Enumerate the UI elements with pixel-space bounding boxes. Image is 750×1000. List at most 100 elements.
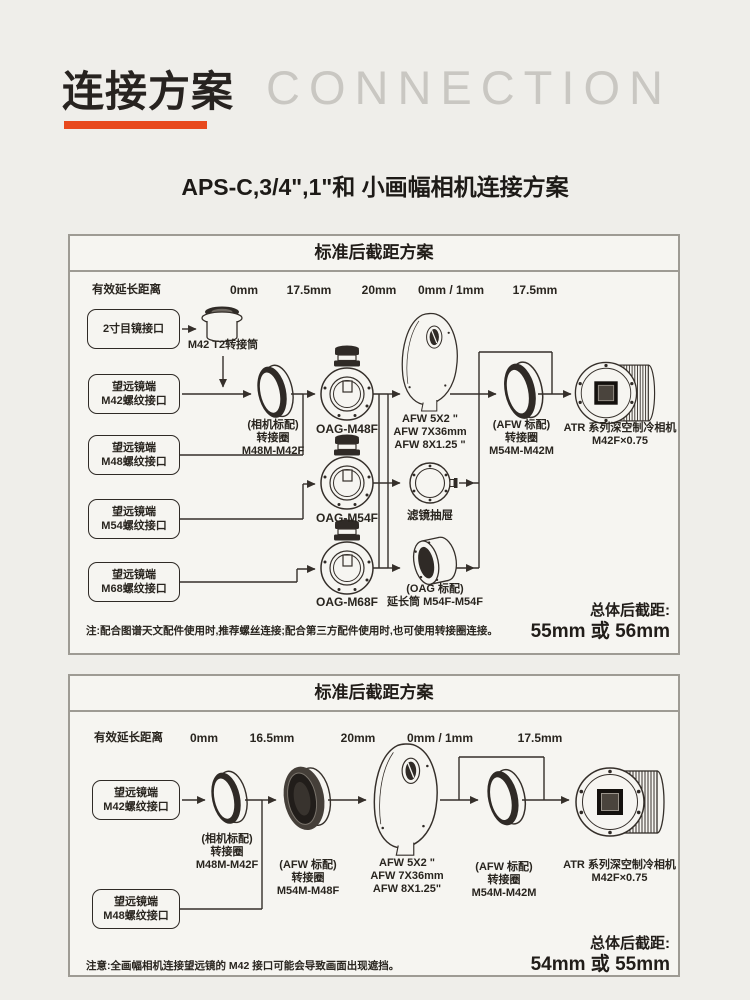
extension-tube-label: (OAG 标配) 延长筒 M54F-M54F [375,583,495,609]
panel2-title: 标准后截距方案 [70,676,678,712]
filter-wheel-line1: AFW 5X2 " [379,857,435,869]
filter-wheel-label: AFW 5X2 " AFW 7X36mm AFW 8X1.25" [357,857,457,896]
input-box-m42-line2: M42螺纹接口 [103,801,169,813]
distance-1: 17.5mm [286,283,332,297]
oag-m68f-label: OAG-M68F [315,595,378,609]
title-accent-bar [64,121,207,129]
afw42-ring-label: (AFW 标配) 转接圈 M54M-M42M [444,861,564,900]
afw-ring-line1: (AFW 标配) [492,419,551,431]
input-box-m54-line1: 望远镜端 [112,506,156,518]
panel2-note: 注意:全画幅相机连接望远镜的 M42 接口可能会导致画面出现遮挡。 [86,960,400,972]
filter-wheel-line3: AFW 8X1.25 " [394,439,466,451]
afw42-ring-line3: M54M-M42M [471,887,537,899]
t2-adapter-label: M42 T2转接筒 [187,339,259,351]
afw-ring-line3: M54M-M42M [489,445,554,457]
input-box-m42-line1: 望远镜端 [112,381,156,393]
distance-3: 0mm / 1mm [406,731,474,745]
filter-wheel-label: AFW 5X2 " AFW 7X36mm AFW 8X1.25 " [380,413,480,452]
camera-ring-line3: M48M-M42F [195,859,259,871]
camera-line1: ATR 系列深空制冷相机 [563,422,677,434]
panel1-diagram [180,305,656,595]
filter-wheel-line2: AFW 7X36mm [393,426,467,438]
afw42-ring-line2: 转接圈 [487,874,521,886]
oag-m48f-label: OAG-M48F [315,422,378,436]
afw48-ring-line3: M54M-M48F [276,885,340,897]
input-box-m68-line1: 望远镜端 [112,569,156,581]
camera-ring-icon [206,767,253,828]
input-box-m48-line1: 望远镜端 [112,442,156,454]
camera-ring-line1: (相机标配) [247,419,299,431]
camera-line2: M42F×0.75 [592,435,648,447]
camera-label: ATR 系列深空制冷相机 M42F×0.75 [545,422,695,448]
input-box-m48-line1: 望远镜端 [114,896,158,908]
panel-standard-backfocus-1: 标准后截距方案 [68,234,680,655]
afw48-ring-line2: 转接圈 [291,872,325,884]
camera-ring-line1: (相机标配) [201,833,253,845]
page-title-cn: 连接方案 [62,68,235,115]
panel1-total-label: 总体后截距: [590,602,670,619]
input-box-m68: 望远镜端 M68螺纹接口 [88,562,180,602]
input-box-m48: 望远镜端 M48螺纹接口 [88,435,180,475]
camera-ring-line2: 转接圈 [210,846,244,858]
afw-ring-line2: 转接圈 [505,432,538,444]
camera-line2: M42F×0.75 [591,872,648,884]
input-box-m54-line2: M54螺纹接口 [101,520,167,532]
input-box-eyepiece-label: 2寸目镜接口 [102,323,165,335]
panel-standard-backfocus-2: 标准后截距方案 有效延长距离 0mm 16.5mm 20mm 0mm / 1mm… [68,674,680,977]
distance-2: 20mm [340,731,376,745]
input-box-m48: 望远镜端 M48螺纹接口 [92,889,180,929]
afw42-ring-icon [481,766,531,830]
camera-label: ATR 系列深空制冷相机 M42F×0.75 [542,859,697,885]
cooled-camera-icon [575,767,665,837]
connector-lines [180,756,545,910]
page-title-en: CONNECTION [266,61,672,114]
subtitle: APS-C,3/4",1"和 小画幅相机连接方案 [181,174,569,200]
filter-wheel-icon [401,312,458,412]
filter-wheel-line3: AFW 8X1.25" [372,883,442,895]
panel1-note: 注:配合图谱天文配件使用时,推荐螺丝连接;配合第三方配件使用时,也可使用转接圈连… [86,625,498,637]
input-box-m54: 望远镜端 M54螺纹接口 [88,499,180,539]
camera-ring-line3: M48M-M42F [241,445,305,457]
input-box-m42: 望远镜端 M42螺纹接口 [88,374,180,414]
filter-wheel-line1: AFW 5X2 " [402,413,458,425]
ext-distance-label: 有效延长距离 [94,732,163,744]
input-box-m42-line2: M42螺纹接口 [101,395,167,407]
afw-ring-label: (AFW 标配) 转接圈 M54M-M42M [464,419,579,458]
oag-m68f-icon [320,518,374,595]
camera-ring-icon [252,361,299,422]
afw48-ring-icon [278,761,336,835]
oag-m54f-label: OAG-M54F [315,511,378,525]
distance-1: 16.5mm [249,731,295,745]
input-box-m68-line2: M68螺纹接口 [101,583,167,595]
panel2-total-value: 54mm 或 55mm [530,954,670,975]
input-box-m42-line1: 望远镜端 [114,787,158,799]
input-box-eyepiece: 2寸目镜接口 [87,309,180,349]
oag-m48f-icon [320,344,374,421]
filter-wheel-icon [373,743,438,856]
camera-line1: ATR 系列深空制冷相机 [563,859,676,871]
distance-0: 0mm [229,283,258,297]
camera-ring-line2: 转接圈 [256,432,290,444]
panel2-diagram [180,743,665,910]
extension-tube-icon [409,534,461,588]
afw-ring-icon [498,358,549,423]
distance-4: 17.5mm [517,731,563,745]
afw48-ring-label: (AFW 标配) 转接圈 M54M-M48F [246,859,370,898]
filter-drawer-icon [409,462,459,504]
distance-0: 0mm [189,731,218,745]
afw42-ring-line1: (AFW 标配) [475,861,533,873]
distance-4: 17.5mm [512,283,558,297]
distance-3: 0mm / 1mm [417,283,485,297]
camera-ring-label: (相机标配) 转接圈 M48M-M42F [213,419,333,458]
camera-ring-label: (相机标配) 转接圈 M48M-M42F [167,833,287,872]
panel1-total-value: 55mm 或 56mm [530,621,670,642]
ext-distance-label: 有效延长距离 [92,284,161,296]
panel1-title: 标准后截距方案 [70,236,678,272]
extension-tube-line1: (OAG 标配) [406,583,464,595]
cooled-camera-icon [574,361,656,425]
afw48-ring-line1: (AFW 标配) [279,859,337,871]
input-box-m48-line2: M48螺纹接口 [103,910,169,922]
input-box-m42: 望远镜端 M42螺纹接口 [92,780,180,820]
extension-tube-line2: 延长筒 M54F-M54F [387,596,483,608]
